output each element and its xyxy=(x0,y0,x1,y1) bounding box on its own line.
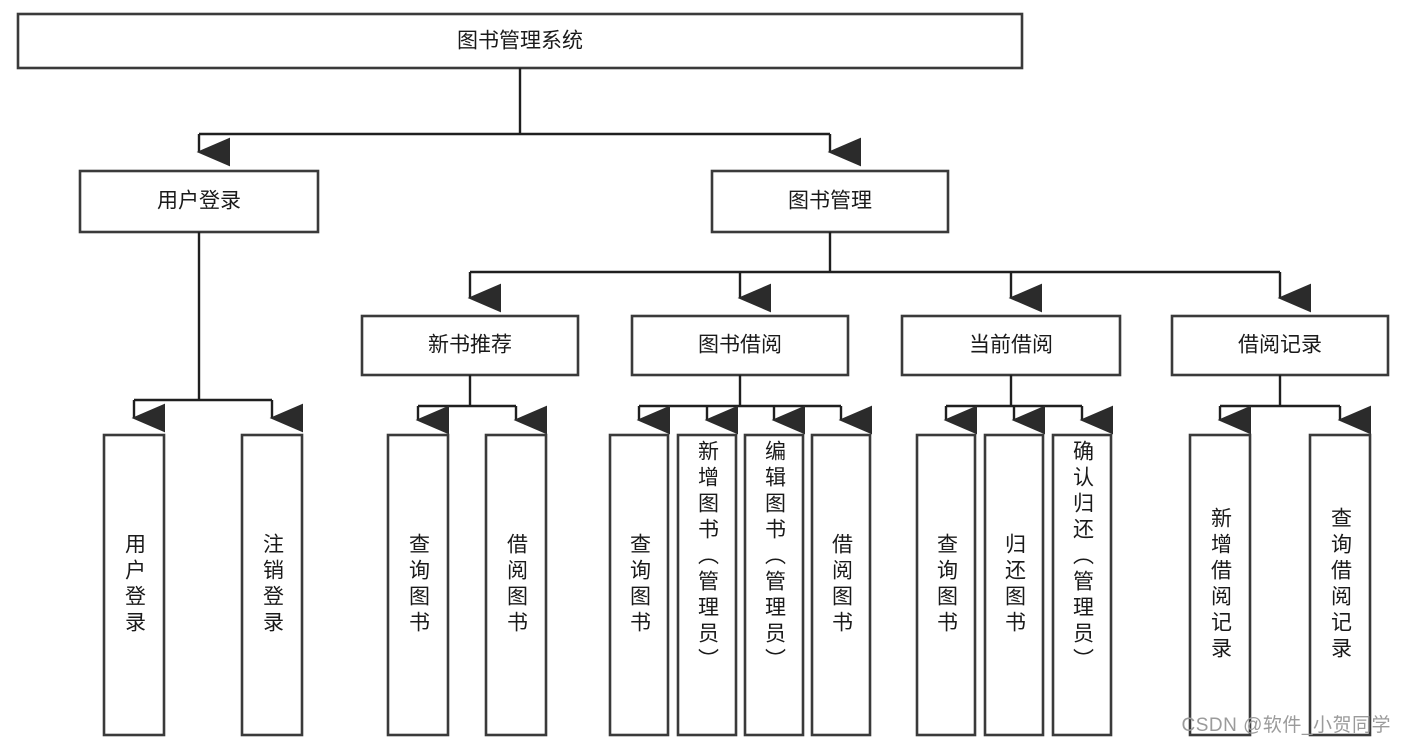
node-book-borrow-box[interactable] xyxy=(630,314,850,377)
leaf-box-return-book[interactable] xyxy=(983,433,1045,737)
node-user-login[interactable]: 用户登录 xyxy=(78,169,320,234)
node-current-borrow-box[interactable] xyxy=(900,314,1122,377)
node-book-borrow[interactable]: 图书借阅 xyxy=(630,314,850,377)
leaf-box-borrow-book-nbr[interactable] xyxy=(484,433,548,737)
node-current-borrow-label: 当前借阅 xyxy=(969,334,1053,357)
node-borrow-record-box[interactable] xyxy=(1170,314,1390,377)
leaf-box-query-record[interactable] xyxy=(1308,433,1372,737)
node-book-management-label: 图书管理 xyxy=(788,190,872,213)
leaf-boxes xyxy=(102,433,1372,737)
csdn-watermark: CSDN @软件_小贺同学 xyxy=(1181,715,1391,736)
node-new-book-recommend-box[interactable] xyxy=(360,314,580,377)
leaf-box-logout[interactable] xyxy=(240,433,304,737)
node-book-management-box[interactable] xyxy=(710,169,950,234)
edges-book-borrow-to-leaves xyxy=(636,375,873,435)
node-borrow-record-label: 借阅记录 xyxy=(1238,334,1322,357)
edges-user-login-to-leaves xyxy=(131,232,304,433)
node-new-book-recommend-label: 新书推荐 xyxy=(428,334,512,357)
leaf-box-confirm-return[interactable] xyxy=(1051,433,1113,737)
leaf-box-query-book-nbr[interactable] xyxy=(386,433,450,737)
edges-book-mgmt-to-level3 xyxy=(467,232,1312,313)
node-book-management[interactable]: 图书管理 xyxy=(710,169,950,234)
leaf-box-add-book[interactable] xyxy=(676,433,738,737)
node-borrow-record[interactable]: 借阅记录 xyxy=(1170,314,1390,377)
leaf-box-query-book-bb[interactable] xyxy=(608,433,670,737)
node-book-borrow-label: 图书借阅 xyxy=(698,334,782,357)
leaf-box-borrow-book-bb[interactable] xyxy=(810,433,872,737)
edges-borrow-record-to-leaves xyxy=(1217,375,1372,435)
leaf-box-edit-book[interactable] xyxy=(743,433,805,737)
node-root-label: 图书管理系统 xyxy=(457,30,583,53)
leaf-box-add-record[interactable] xyxy=(1188,433,1252,737)
edges-root-to-level2 xyxy=(196,68,862,167)
leaf-box-query-book-cb[interactable] xyxy=(915,433,977,737)
edges-new-book-rec-to-leaves xyxy=(415,375,548,435)
node-new-book-recommend[interactable]: 新书推荐 xyxy=(360,314,580,377)
node-root-box[interactable] xyxy=(16,12,1024,70)
node-current-borrow[interactable]: 当前借阅 xyxy=(900,314,1122,377)
node-root[interactable]: 图书管理系统 xyxy=(16,12,1024,70)
leaf-box-user-login[interactable] xyxy=(102,433,166,737)
node-user-login-label: 用户登录 xyxy=(157,190,241,213)
edges-current-borrow-to-leaves xyxy=(943,375,1114,435)
